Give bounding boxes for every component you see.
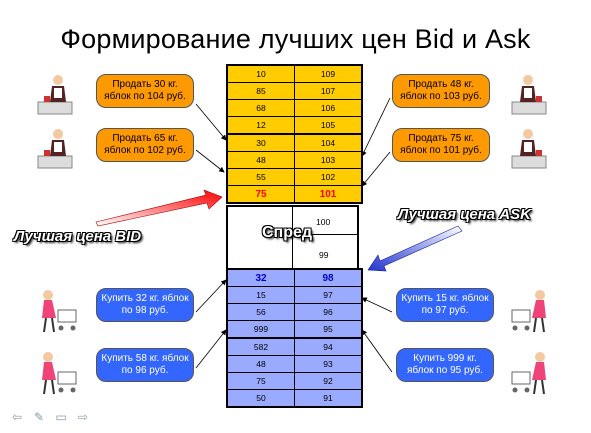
seller-figure-icon	[511, 75, 547, 115]
spread-divider	[292, 207, 293, 268]
arrow-seller-1	[195, 103, 227, 141]
ask-price-cell: 106	[294, 99, 363, 117]
spread-bottom-price: 99	[319, 250, 329, 260]
screen-icon[interactable]: ▭	[55, 410, 67, 424]
bid-volume-cell: 75	[226, 372, 295, 390]
seller-figure-icon	[37, 129, 73, 169]
spread-label: Спред	[262, 224, 313, 241]
seller-bubble-2: Продать 65 кг. яблок по 102 руб.	[96, 128, 194, 162]
arrow-buyer-4	[361, 329, 393, 373]
arrow-seller-4	[361, 151, 391, 187]
arrow-buyer-3	[361, 297, 393, 313]
best-bid-arrow	[95, 189, 223, 227]
spread-hline	[293, 234, 357, 235]
arrow-right-icon[interactable]: ⇨	[77, 410, 89, 424]
ask-price-cell: 102	[294, 168, 363, 186]
spread-top-price: 100	[316, 217, 331, 227]
pencil-icon[interactable]: ✎	[33, 410, 45, 424]
seller-bubble-3: Продать 48 кг. яблок по 103 руб.	[392, 74, 490, 108]
slideshow-nav: ⇦ ✎ ▭ ⇨	[10, 410, 90, 424]
buyer-bubble-4: Купить 999 кг. яблок по 95 руб.	[396, 348, 494, 382]
arrow-left-icon[interactable]: ⇦	[11, 410, 23, 424]
arrow-seller-2	[195, 149, 225, 173]
slide-title: Формирование лучших цен Bid и Ask	[60, 24, 531, 54]
best-ask-label: Лучшая цена ASK	[398, 206, 531, 223]
buyer-figure-icon	[511, 290, 546, 333]
bid-volume-cell: 56	[226, 303, 295, 321]
seller-figure-icon	[511, 129, 547, 169]
bid-price-cell: 91	[294, 389, 363, 408]
buyer-figure-icon	[42, 352, 77, 395]
ask-volume-cell: 68	[226, 99, 295, 117]
arrow-buyer-1	[195, 279, 227, 313]
buyer-bubble-1: Купить 32 кг. яблок по 98 руб.	[96, 288, 194, 322]
buyer-bubble-2: Купить 58 кг. яблок по 96 руб.	[96, 348, 194, 382]
bid-price-cell: 92	[294, 372, 363, 390]
best-ask-arrow	[367, 225, 463, 272]
arrow-buyer-2	[195, 329, 227, 369]
buyer-bubble-3: Купить 15 кг. яблок по 97 руб.	[396, 288, 494, 322]
buyer-figure-icon	[42, 290, 77, 333]
buyer-figure-icon	[511, 352, 546, 395]
best-bid-label: Лучшая цена BID	[14, 228, 142, 245]
arrow-seller-3	[361, 97, 391, 157]
spread-box: 100 99	[226, 205, 359, 270]
ask-price-cell: 101	[294, 185, 363, 204]
bid-price-cell: 96	[294, 303, 363, 321]
seller-figure-icon	[37, 75, 73, 115]
seller-bubble-1: Продать 30 кг. яблок по 104 руб.	[96, 74, 194, 108]
seller-bubble-4: Продать 75 кг. яблок по 101 руб.	[392, 128, 490, 162]
